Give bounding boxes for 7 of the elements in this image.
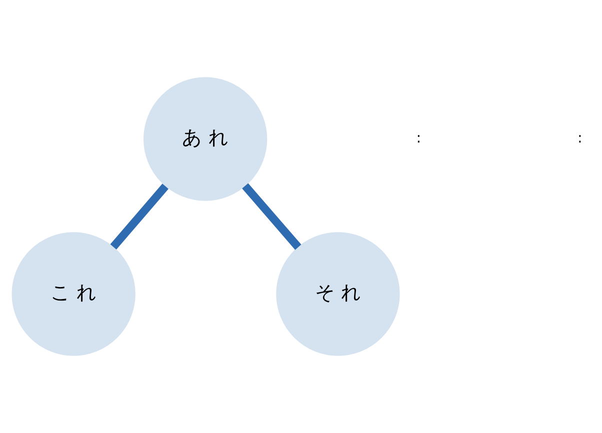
label: : [578, 130, 582, 146]
node-circle: こ れ [12, 232, 136, 356]
connector [242, 183, 302, 250]
connector [110, 184, 168, 250]
node-circle: そ れ [276, 232, 400, 356]
node-circle: あ れ [143, 77, 268, 201]
label: : [416, 130, 422, 146]
